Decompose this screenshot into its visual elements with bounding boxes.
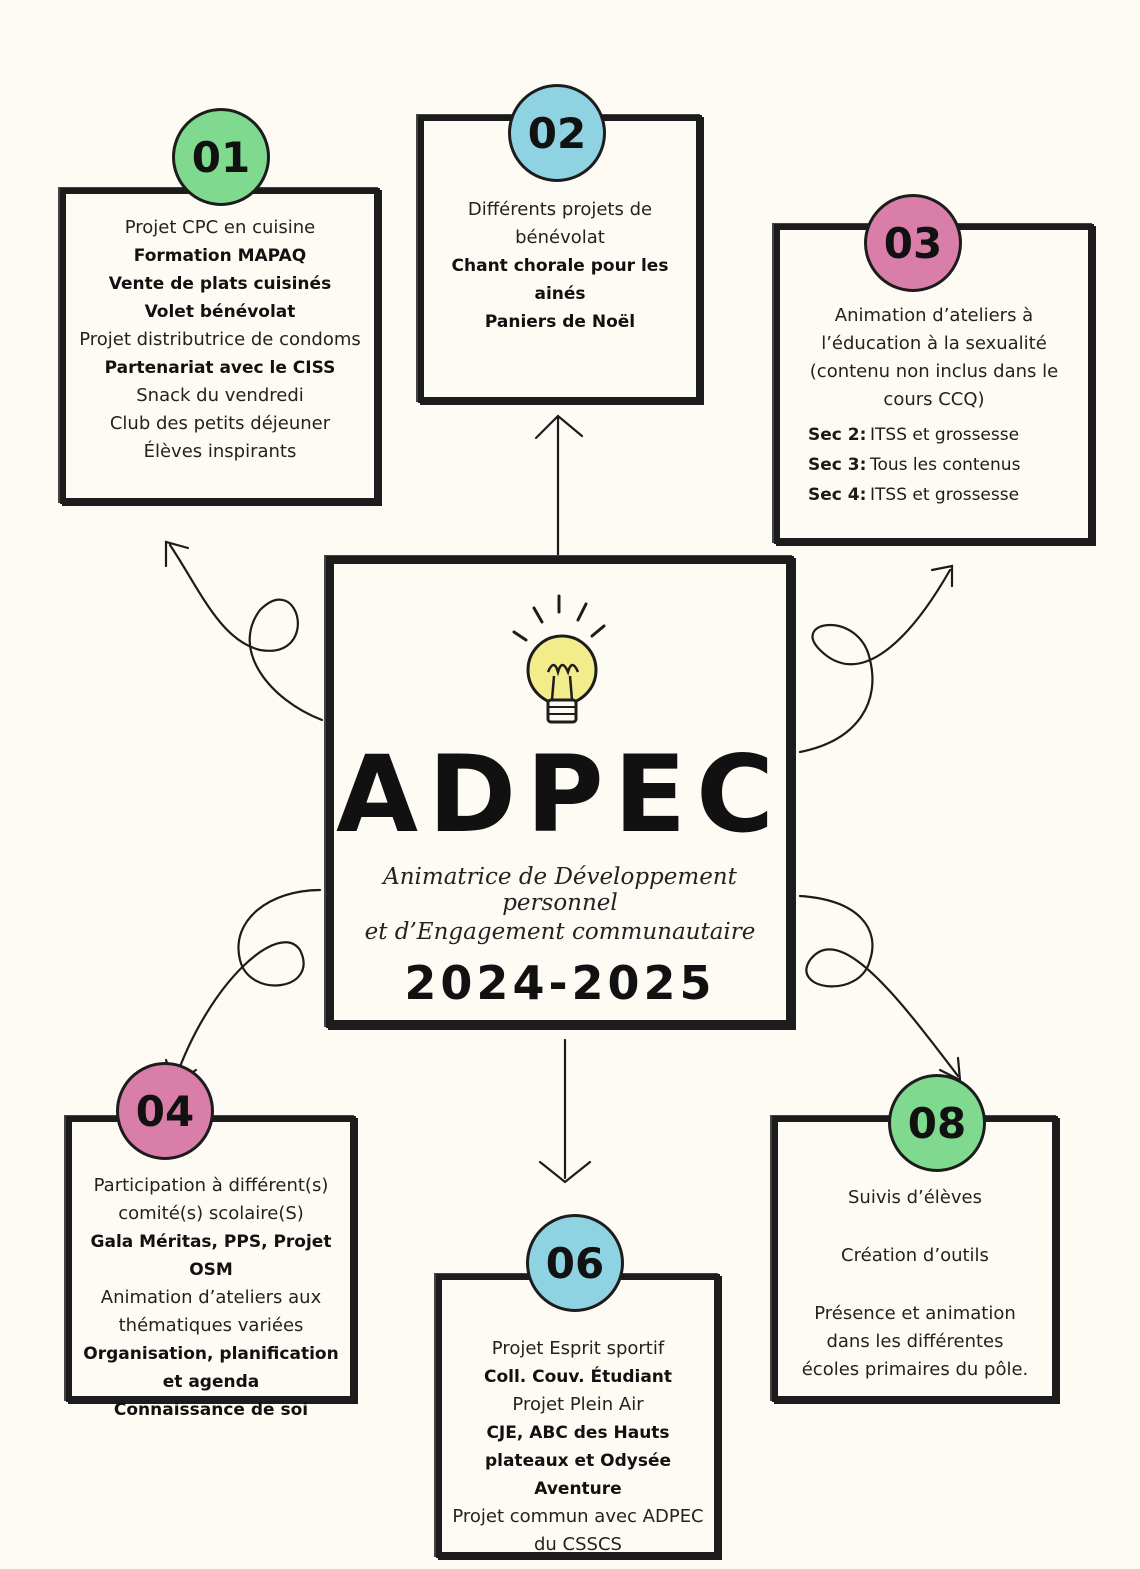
box-08-line	[795, 1270, 1035, 1300]
badge-04: 04	[116, 1062, 214, 1160]
box-02-line: Paniers de Noël	[484, 312, 636, 332]
arrow-to-03	[798, 568, 952, 754]
sec-row: Sec 3:Tous les contenus	[770, 450, 1088, 480]
box-06-line: Projet Plein Air	[512, 1394, 644, 1415]
box-03-content: Animation d’ateliers à l’éducation à la …	[804, 302, 1064, 414]
arrowhead-02	[534, 414, 584, 440]
box-06-line: Projet Esprit sportif	[491, 1338, 665, 1359]
box-08-line: Présence et animation dans les différent…	[801, 1303, 1029, 1380]
sec-value: ITSS et grossesse	[870, 425, 1020, 445]
center-subtitle-line1: Animatrice de Développement personnel	[383, 864, 737, 916]
badge-06-number: 06	[545, 1238, 605, 1288]
arrow-to-01	[168, 543, 324, 722]
badge-03: 03	[864, 194, 962, 292]
box-01-line: Formation MAPAQ	[133, 246, 307, 266]
arrowhead-03	[930, 564, 954, 588]
box-04: Participation à différent(s) comité(s) s…	[66, 1116, 356, 1420]
box-04-line: Connaissance de soi	[113, 1400, 309, 1420]
box-06-line: Projet commun avec ADPEC du CSSCS	[452, 1506, 704, 1555]
lightbulb-icon	[512, 594, 606, 724]
box-04-line: Gala Méritas, PPS, Projet OSM	[90, 1232, 332, 1280]
box-01-line: Vente de plats cuisinés	[108, 274, 332, 294]
sec-row: Sec 4:ITSS et grossesse	[770, 480, 1088, 510]
box-01-line: Partenariat avec le CISS	[104, 358, 336, 378]
center-subtitle-line2: et d’Engagement communautaire	[364, 919, 756, 945]
box-01-line: Volet bénévolat	[144, 302, 296, 322]
box-08-line: Suivis d’élèves	[848, 1187, 982, 1208]
box-02-line: Différents projets de bénévolat	[467, 199, 653, 248]
box-08-line: Création d’outils	[841, 1245, 989, 1266]
center-years: 2024-2025	[404, 956, 716, 1010]
badge-06: 06	[526, 1214, 624, 1312]
box-04-line: Animation d’ateliers aux thématiques var…	[100, 1287, 322, 1336]
box-06-line: Coll. Couv. Étudiant	[483, 1367, 673, 1387]
center-box: ADPEC Animatrice de Développement person…	[326, 556, 794, 1028]
box-06-line: CJE, ABC des Hauts plateaux et Odysée Av…	[484, 1423, 672, 1499]
box-04-line: Organisation, planification et agenda	[83, 1344, 339, 1392]
sec-label: Sec 4:	[808, 485, 867, 505]
box-01-line: Projet CPC en cuisine	[124, 217, 316, 238]
box-01-line: Élèves inspirants	[143, 441, 297, 462]
badge-01: 01	[172, 108, 270, 206]
sec-row: Sec 2:ITSS et grossesse	[770, 420, 1088, 450]
box-04-content: Participation à différent(s) comité(s) s…	[76, 1172, 346, 1424]
box-01-line: Projet distributrice de condoms	[79, 329, 361, 350]
badge-04-number: 04	[135, 1086, 195, 1136]
box-03-line: Animation d’ateliers à l’éducation à la …	[809, 305, 1059, 410]
box-04-line: Participation à différent(s) comité(s) s…	[93, 1175, 329, 1224]
badge-08: 08	[888, 1074, 986, 1172]
arrow-to-04	[173, 888, 322, 1082]
badge-03-number: 03	[883, 218, 943, 268]
sec-label: Sec 3:	[808, 455, 867, 475]
badge-01-number: 01	[191, 132, 251, 182]
box-01-line: Snack du vendredi	[136, 385, 304, 406]
arrowhead-01	[164, 540, 190, 568]
sec-value: ITSS et grossesse	[870, 485, 1020, 505]
box-08-line	[795, 1212, 1035, 1242]
center-title: ADPEC	[336, 733, 784, 856]
arrowhead-06	[538, 1160, 592, 1184]
sec-value: Tous les contenus	[870, 455, 1021, 475]
box-01-line: Club des petits déjeuner	[109, 413, 331, 434]
badge-02: 02	[508, 84, 606, 182]
badge-02-number: 02	[527, 108, 587, 158]
arrow-to-08	[798, 894, 960, 1078]
box-02-line: Chant chorale pour les ainés	[451, 256, 669, 304]
badge-08-number: 08	[907, 1098, 967, 1148]
sec-label: Sec 2:	[808, 425, 867, 445]
